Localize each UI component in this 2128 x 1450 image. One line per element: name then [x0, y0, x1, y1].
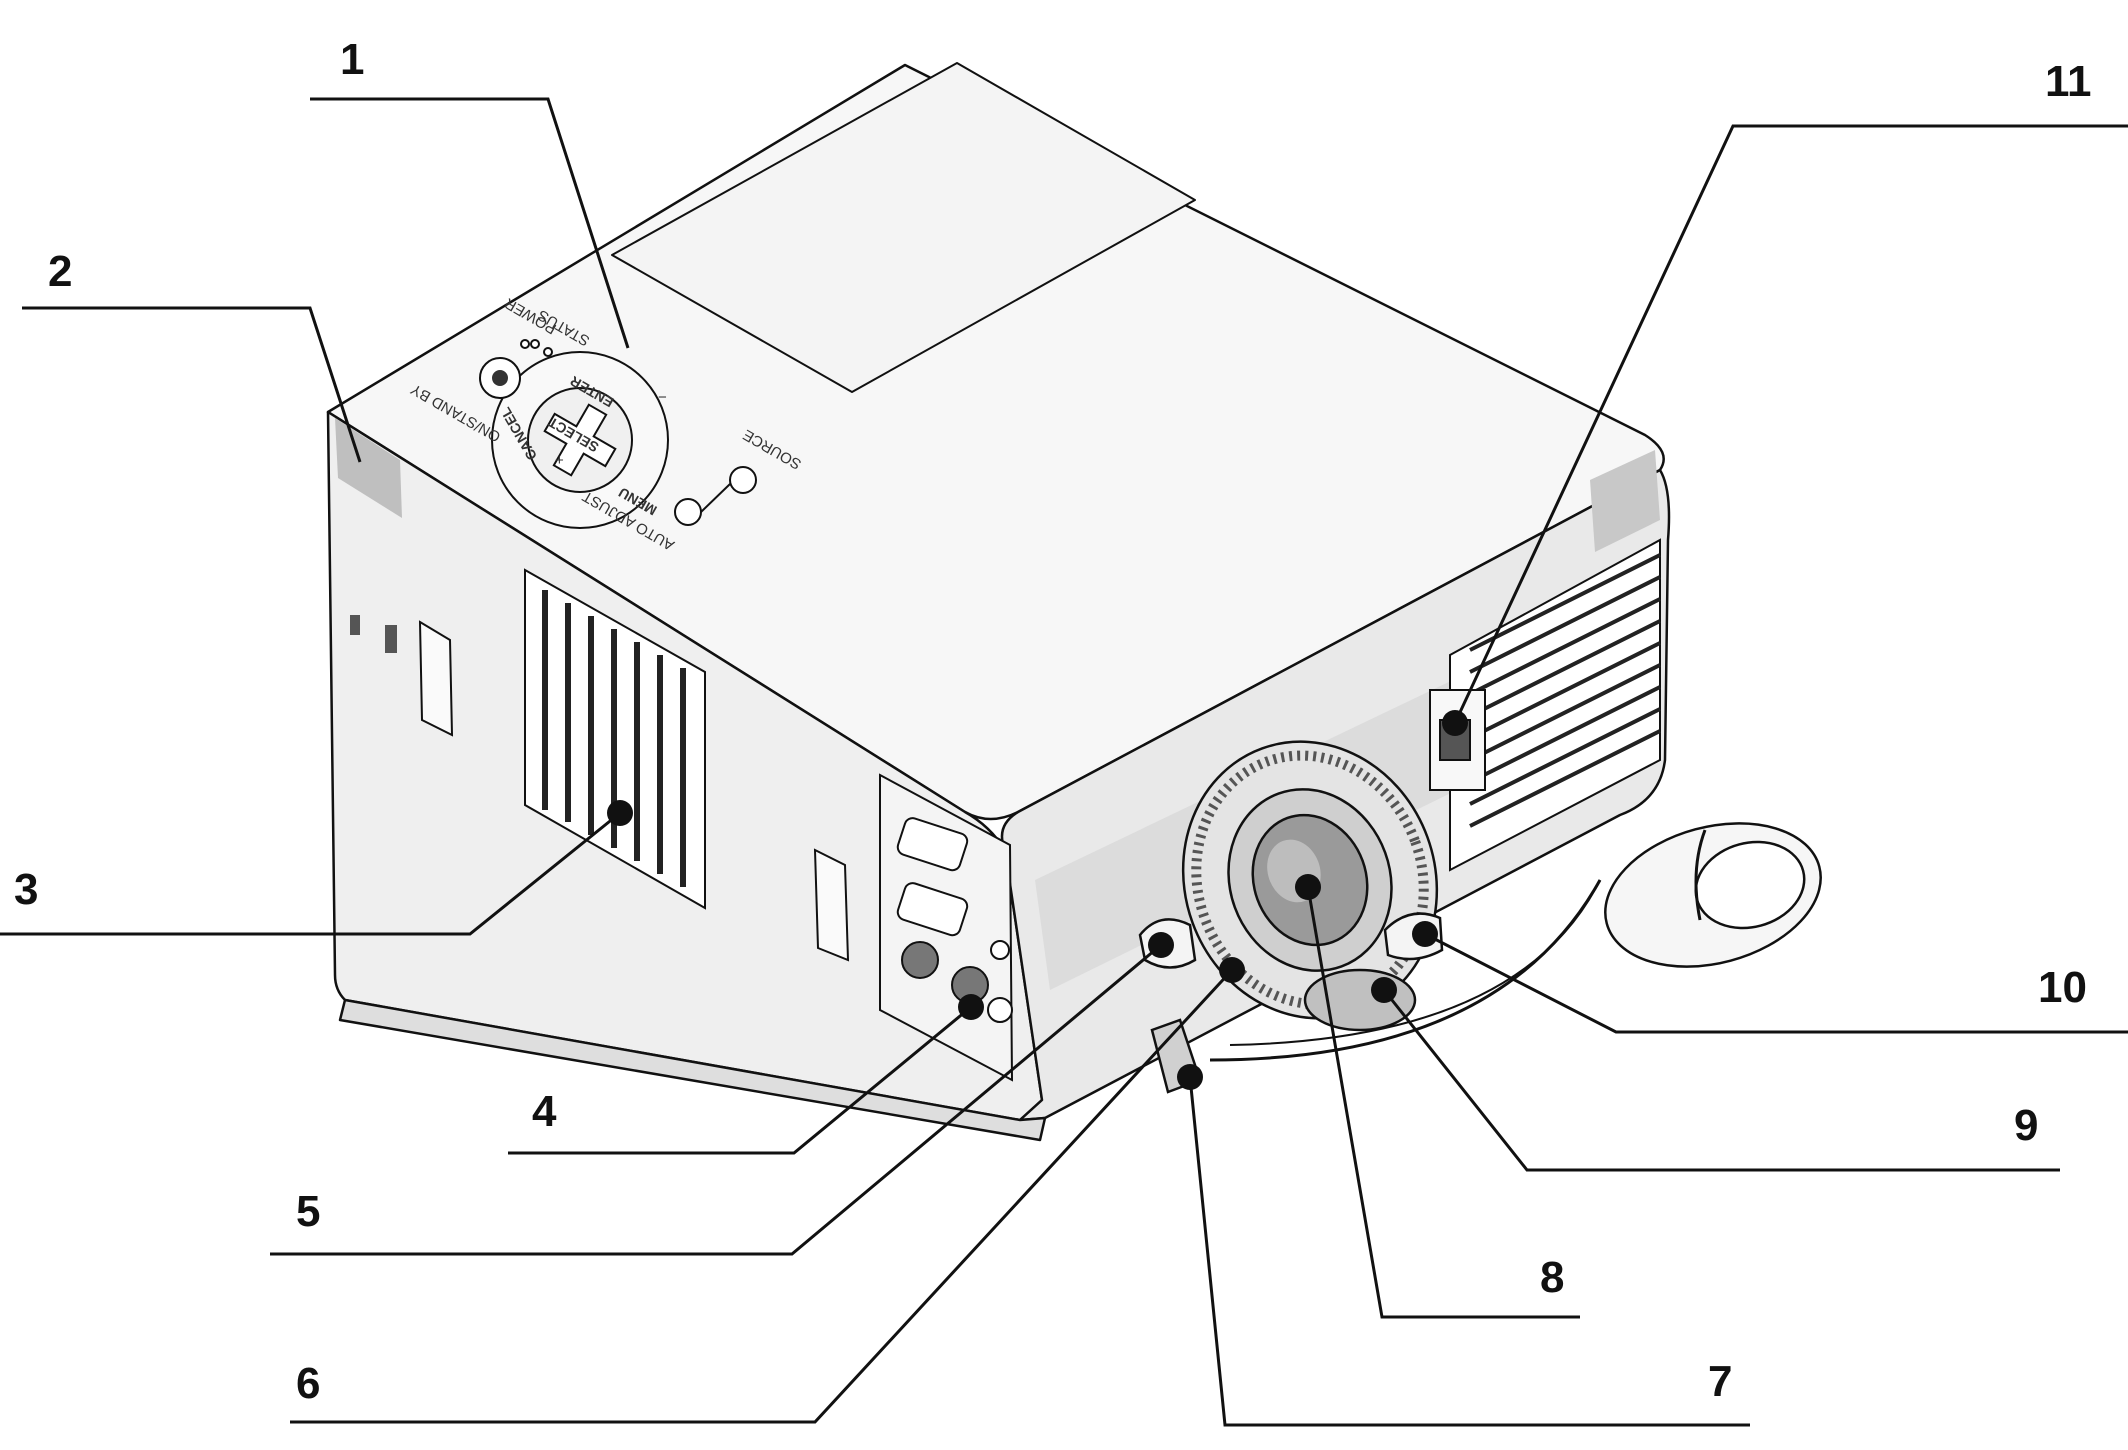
leader-line-11 [1453, 124, 2128, 724]
rear-foot [813, 848, 850, 962]
leader-line-7 [1188, 1076, 1750, 1427]
adjustable-foot [1303, 968, 1417, 1032]
callout-dot-9 [1371, 977, 1397, 1003]
lens-cap-strap-inner [1229, 879, 1601, 1046]
callout-numbers: 1 2 3 4 5 6 7 8 9 10 11 [14, 35, 2092, 1408]
status-led [543, 347, 553, 357]
minus-label: − [658, 389, 667, 406]
button-connector [700, 483, 731, 513]
select-cross-icon [543, 403, 617, 477]
callout-2: 2 [48, 247, 72, 296]
power-led [520, 339, 530, 349]
control-panel [479, 339, 757, 529]
callout-10: 10 [2038, 963, 2087, 1012]
right-vent-slats [1469, 553, 1661, 828]
vent-slats [542, 590, 686, 887]
callout-5: 5 [296, 1187, 320, 1236]
leader-line-8 [1306, 886, 1580, 1319]
callout-dot-3 [607, 800, 633, 826]
plus-label: + [555, 452, 564, 469]
front-foot-left [418, 620, 454, 737]
callout-3: 3 [14, 865, 38, 914]
lamp-cover [611, 62, 1196, 393]
lens-cap-cord [1694, 829, 1707, 921]
callout-dot-5 [1148, 932, 1174, 958]
callout-8: 8 [1540, 1253, 1564, 1302]
on-standby-button-dot [492, 370, 508, 386]
leader-line-9 [1382, 989, 2060, 1172]
projector-base [338, 998, 1047, 1142]
callout-dot-6 [1219, 957, 1245, 983]
callout-1: 1 [340, 35, 364, 84]
leader-line-6 [290, 968, 1234, 1424]
leader-line-10 [1424, 932, 2128, 1034]
callout-7: 7 [1708, 1357, 1732, 1406]
callout-4: 4 [532, 1087, 557, 1136]
left-side-features [335, 418, 1014, 1082]
power-led-2 [530, 339, 540, 349]
callout-dot-11 [1442, 710, 1468, 736]
callout-9: 9 [2014, 1101, 2038, 1150]
lens-cap [1209, 822, 1822, 1062]
leader-line-4 [508, 1005, 972, 1155]
lens-assembly [1138, 740, 1444, 1094]
rgb-input-2 [896, 882, 969, 937]
callout-6: 6 [296, 1359, 320, 1408]
leader-line-2 [22, 306, 362, 463]
callout-dot-4 [958, 994, 984, 1020]
callout-dot-10 [1412, 921, 1438, 947]
svideo-port-1 [901, 941, 939, 979]
audio-jack-1 [990, 940, 1010, 960]
leader-line-3 [0, 811, 621, 936]
rgb-input-1 [896, 817, 969, 872]
leader-line-1 [310, 97, 630, 349]
callout-11: 11 [2045, 57, 2092, 106]
side-latch [385, 625, 397, 653]
right-vent-area [1429, 450, 1661, 872]
source-button[interactable] [729, 466, 757, 494]
callout-dot-7 [1177, 1064, 1203, 1090]
right-remote-sensor [1590, 450, 1660, 552]
security-slot [350, 615, 360, 635]
audio-jack-2 [987, 997, 1013, 1023]
leader-line-5 [270, 943, 1162, 1256]
leader-lines [0, 97, 2128, 1427]
callout-dots [607, 710, 1468, 1090]
callout-dot-8 [1295, 874, 1321, 900]
remote-sensor [335, 418, 402, 518]
auto-adjust-button[interactable] [674, 498, 702, 526]
